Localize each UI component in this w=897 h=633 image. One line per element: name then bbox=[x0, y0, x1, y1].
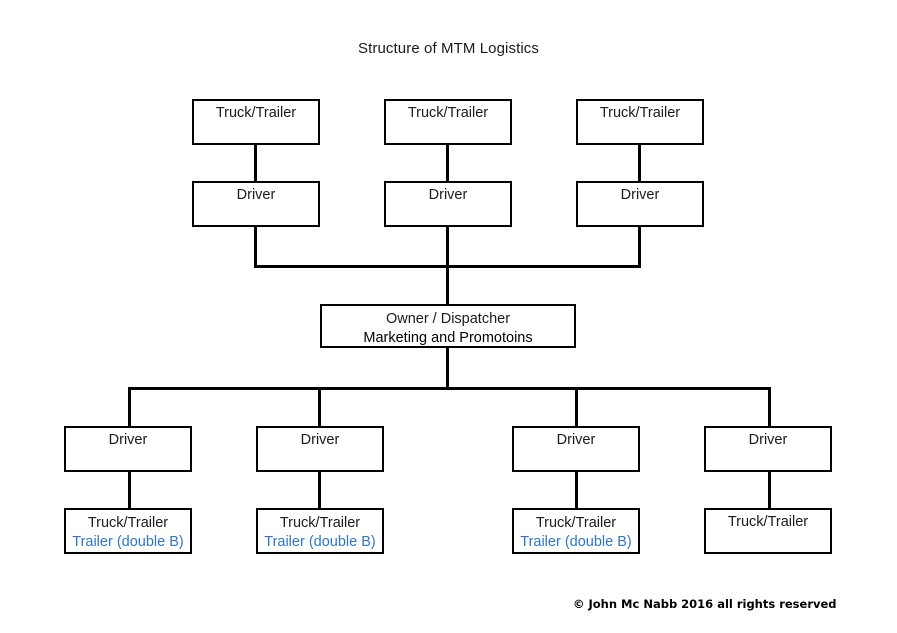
connector-bus-driver5 bbox=[318, 387, 321, 426]
connector-bus-owner bbox=[446, 265, 449, 304]
node-label-line2: Trailer (double B) bbox=[264, 533, 376, 550]
node-driver-top-3[interactable]: Driver bbox=[576, 181, 704, 227]
connector-driver1-bus bbox=[254, 226, 257, 268]
node-label-line1: Truck/Trailer bbox=[279, 515, 361, 531]
node-driver-top-2[interactable]: Driver bbox=[384, 181, 512, 227]
node-driver-bottom-2[interactable]: Driver bbox=[256, 426, 384, 472]
connector-lower-bus bbox=[128, 387, 771, 390]
node-truck-bottom-3[interactable]: Truck/Trailer Trailer (double B) bbox=[512, 508, 640, 554]
connector-bus-driver4 bbox=[128, 387, 131, 426]
connector-owner-lower-bus bbox=[446, 347, 449, 389]
connector-driver5-truck5 bbox=[318, 471, 321, 509]
node-label: Driver bbox=[556, 432, 596, 448]
connector-bus-driver6 bbox=[575, 387, 578, 426]
node-label: Driver bbox=[620, 187, 660, 203]
node-label-line2: Trailer (double B) bbox=[72, 533, 184, 550]
connector-driver4-truck4 bbox=[128, 471, 131, 509]
node-label: Truck/Trailer bbox=[407, 105, 489, 121]
node-driver-bottom-3[interactable]: Driver bbox=[512, 426, 640, 472]
node-label: Truck/Trailer bbox=[215, 105, 297, 121]
node-owner-dispatcher[interactable]: Owner / Dispatcher Marketing and Promoto… bbox=[320, 304, 576, 348]
connector-driver3-bus bbox=[638, 226, 641, 268]
node-label: Driver bbox=[108, 432, 148, 448]
node-label-line1: Owner / Dispatcher bbox=[385, 311, 511, 327]
node-label-line1: Truck/Trailer bbox=[535, 515, 617, 531]
node-label-line1: Truck/Trailer bbox=[87, 515, 169, 531]
connector-truck1-driver1 bbox=[254, 144, 257, 182]
node-truck-top-2[interactable]: Truck/Trailer bbox=[384, 99, 512, 145]
connector-driver7-truck7 bbox=[768, 471, 771, 509]
node-label: Driver bbox=[236, 187, 276, 203]
connector-bus-driver7 bbox=[768, 387, 771, 426]
node-truck-bottom-1[interactable]: Truck/Trailer Trailer (double B) bbox=[64, 508, 192, 554]
node-label-line1: Truck/Trailer bbox=[727, 514, 809, 530]
node-label: Driver bbox=[748, 432, 788, 448]
node-label-line2: Marketing and Promotoins bbox=[363, 329, 533, 346]
node-label: Driver bbox=[428, 187, 468, 203]
node-driver-bottom-4[interactable]: Driver bbox=[704, 426, 832, 472]
node-label: Driver bbox=[300, 432, 340, 448]
node-driver-top-1[interactable]: Driver bbox=[192, 181, 320, 227]
node-label: Truck/Trailer bbox=[599, 105, 681, 121]
node-truck-top-1[interactable]: Truck/Trailer bbox=[192, 99, 320, 145]
node-truck-top-3[interactable]: Truck/Trailer bbox=[576, 99, 704, 145]
node-truck-bottom-2[interactable]: Truck/Trailer Trailer (double B) bbox=[256, 508, 384, 554]
node-driver-bottom-1[interactable]: Driver bbox=[64, 426, 192, 472]
node-label-line2: Trailer (double B) bbox=[520, 533, 632, 550]
page-title: Structure of MTM Logistics bbox=[358, 40, 539, 57]
node-truck-bottom-4[interactable]: Truck/Trailer bbox=[704, 508, 832, 554]
connector-driver6-truck6 bbox=[575, 471, 578, 509]
connector-truck3-driver3 bbox=[638, 144, 641, 182]
connector-truck2-driver2 bbox=[446, 144, 449, 182]
connector-driver2-bus bbox=[446, 226, 449, 268]
copyright-notice: © John Mc Nabb 2016 all rights reserved bbox=[573, 597, 837, 611]
